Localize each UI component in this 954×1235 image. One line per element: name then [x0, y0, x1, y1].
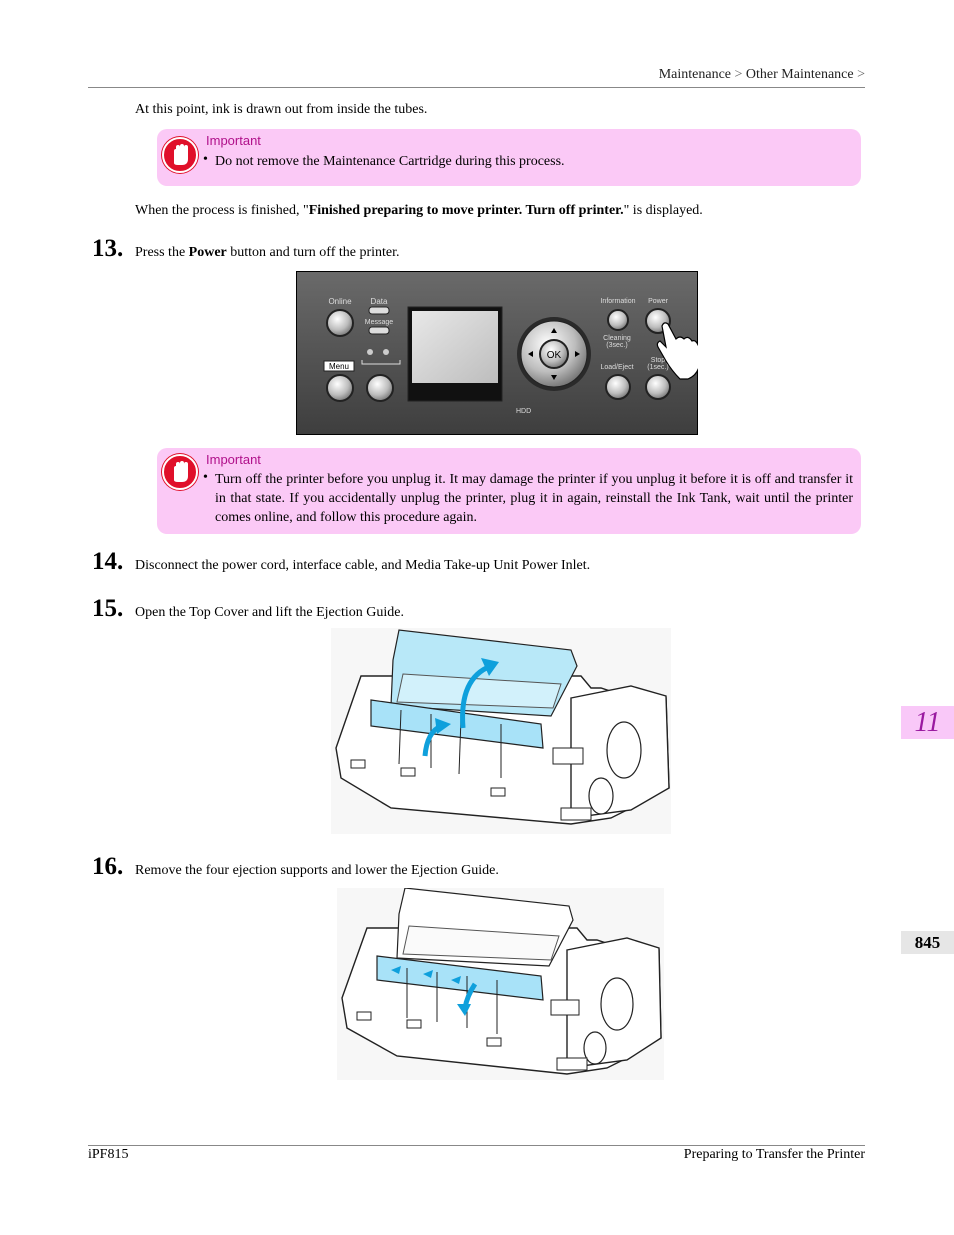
page-header-breadcrumb: Maintenance > Other Maintenance >: [659, 67, 865, 83]
hand-stop-icon: [162, 454, 198, 490]
step13-suffix: button and turn off the printer.: [226, 245, 400, 260]
power-label: Power: [188, 245, 227, 260]
hand-stop-icon: [162, 137, 198, 173]
control-panel-illustration: Online Data Message Menu OK HDD Informat…: [296, 271, 701, 435]
ok-button: [539, 339, 569, 369]
breadcrumb-separator: >: [857, 67, 865, 82]
step-text: Remove the four ejection supports and lo…: [135, 863, 499, 878]
step-text: Press the Power button and turn off the …: [135, 245, 400, 261]
information-button: [607, 309, 629, 331]
bullet: •: [203, 152, 208, 167]
information-label: Information: [600, 298, 635, 305]
breadcrumb-other-maintenance: Other Maintenance: [745, 67, 854, 82]
printer-open-cover-illustration: [331, 628, 671, 834]
page-number: 845: [901, 931, 954, 954]
back-button: [366, 374, 394, 402]
important-label: Important: [206, 133, 261, 148]
message-lamp: [368, 326, 390, 335]
paper-lamp: [383, 349, 389, 355]
menu-button: [326, 374, 354, 402]
finished-suffix: " is displayed.: [623, 203, 703, 218]
finished-prefix: When the process is finished, ": [135, 203, 309, 218]
message-label: Message: [365, 319, 394, 326]
data-lamp: [368, 306, 390, 315]
chapter-tab[interactable]: 11: [901, 706, 954, 739]
display-screen: [412, 311, 498, 383]
important-box: Important • Do not remove the Maintenanc…: [157, 129, 861, 186]
important-text: Turn off the printer before you unplug i…: [215, 472, 853, 525]
power-label-panel: Power: [648, 298, 669, 305]
menu-label-box: [323, 360, 355, 372]
header-rule: [88, 87, 865, 88]
data-label: Data: [371, 297, 388, 306]
breadcrumb-maintenance: Maintenance: [658, 67, 731, 82]
online-button: [326, 309, 354, 337]
stop-sub-label: (1sec.): [647, 364, 668, 371]
stop-button: [645, 374, 671, 400]
finished-text: When the process is finished, "Finished …: [135, 202, 703, 220]
finished-message: Finished preparing to move printer. Turn…: [308, 203, 624, 218]
load-eject-button: [605, 374, 631, 400]
hdd-label: HDD: [516, 408, 531, 415]
ok-label: OK: [547, 350, 562, 361]
ink-lamp: [367, 349, 373, 355]
menu-label: Menu: [329, 362, 349, 371]
intro-text: At this point, ink is drawn out from ins…: [135, 102, 428, 117]
step-text: Open the Top Cover and lift the Ejection…: [135, 605, 404, 620]
cleaning-sub-label: (3sec.): [606, 342, 627, 349]
step-number: 16.: [92, 853, 124, 880]
pointing-hand-icon: [656, 322, 701, 380]
step-number: 13.: [92, 235, 124, 262]
load-eject-label: Load/Eject: [600, 364, 633, 371]
step13-prefix: Press the: [135, 245, 189, 260]
footer-rule: [88, 1145, 865, 1146]
footer-section-title: Preparing to Transfer the Printer: [683, 1147, 865, 1162]
footer-model: iPF815: [88, 1147, 129, 1162]
important-box: Important • Turn off the printer before …: [157, 448, 861, 534]
ejection-guide: [370, 699, 544, 749]
important-label: Important: [206, 452, 261, 467]
cleaning-label: Cleaning: [603, 335, 631, 342]
important-text: Do not remove the Maintenance Cartridge …: [215, 154, 565, 169]
step-text: Disconnect the power cord, interface cab…: [135, 558, 591, 573]
breadcrumb-separator: >: [734, 67, 743, 82]
step-number: 14.: [92, 548, 124, 575]
step-number: 15.: [92, 595, 124, 622]
bullet: •: [203, 470, 208, 485]
stop-label: Stop: [651, 357, 666, 364]
printer-lower-guide-illustration: [337, 887, 664, 1080]
online-label: Online: [328, 297, 352, 306]
